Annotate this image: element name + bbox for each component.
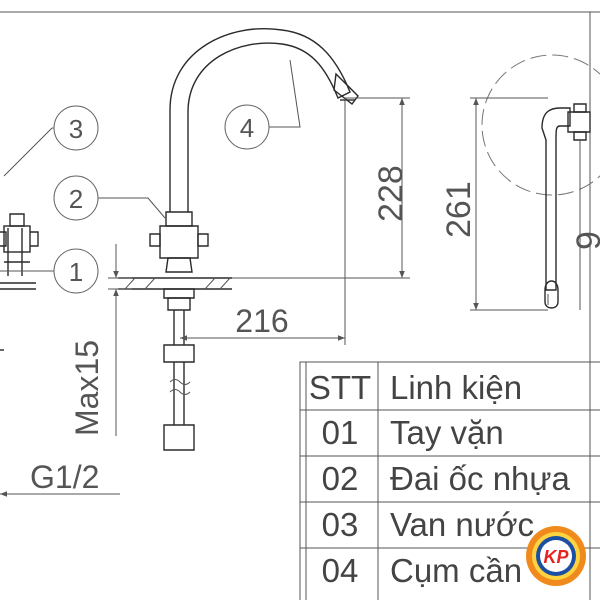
partial-dim-label: 9 xyxy=(570,231,600,250)
callout-1: 1 xyxy=(0,248,99,294)
table-row-2-no: 02 xyxy=(322,460,359,497)
callout-1-label: 1 xyxy=(69,257,83,287)
parts-table: STT Linh kiện 01 Tay vặn 02 Đai ốc nhựa … xyxy=(299,361,600,600)
callout-3-label: 3 xyxy=(69,114,83,144)
table-row-4-no: 04 xyxy=(322,552,359,589)
dimension-g12: G1/2 xyxy=(0,459,120,497)
callout-4-label: 4 xyxy=(240,113,254,143)
table-row-3-no: 03 xyxy=(322,506,359,543)
table-header-stt: STT xyxy=(309,369,371,406)
height-228-label: 228 xyxy=(372,165,410,222)
table-header-part: Linh kiện xyxy=(390,369,522,406)
callout-4: 4 xyxy=(224,59,301,150)
table-row-3-part: Van nước xyxy=(390,506,534,543)
max15-label: Max15 xyxy=(69,340,105,436)
faucet-side-view: 261 9 xyxy=(440,54,600,311)
table-row-2-part: Đai ốc nhựa xyxy=(390,460,571,497)
dimension-max15: Max15 xyxy=(69,244,132,436)
callout-2-label: 2 xyxy=(69,184,83,214)
faucet-front-view xyxy=(118,28,359,451)
table-row-1-no: 01 xyxy=(322,414,359,451)
table-row-1-part: Tay vặn xyxy=(390,414,504,451)
callout-2: 2 xyxy=(53,175,166,221)
reach-216-label: 216 xyxy=(235,303,288,339)
table-row-4-part: Cụm cần xyxy=(390,552,522,589)
kp-logo: KP xyxy=(526,526,586,586)
callout-3: 3 xyxy=(3,105,99,177)
dimension-216: 216 xyxy=(180,98,346,345)
g12-label: G1/2 xyxy=(30,459,99,495)
kp-logo-text: KP xyxy=(543,547,569,567)
dimension-228: 228 xyxy=(232,97,410,279)
left-partial-view xyxy=(0,213,39,351)
height-261-label: 261 xyxy=(440,181,478,238)
